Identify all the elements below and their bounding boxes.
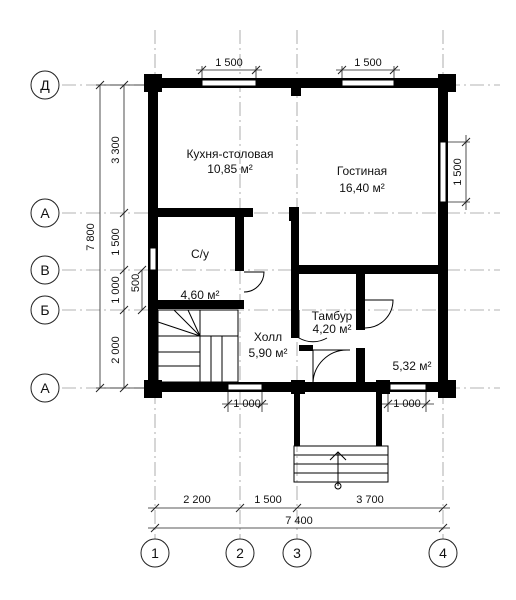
dim-left-2000: 2 000	[110, 336, 122, 364]
room-kitchen-area: 10,85 м²	[207, 162, 253, 176]
row-bubble-v: В	[40, 262, 49, 278]
dim-bottom-window-left: 1 000	[233, 398, 261, 410]
room-living-area: 16,40 м²	[339, 181, 385, 195]
window-left-bath	[149, 247, 157, 271]
window-top-left	[201, 79, 257, 87]
windows	[149, 79, 447, 391]
dim-left-1500: 1 500	[110, 228, 122, 256]
window-bottom-right	[389, 383, 427, 391]
room-kitchen-name: Кухня-столовая	[186, 147, 273, 161]
dim-bottom-1500: 1 500	[254, 494, 282, 506]
room-vestibule-area: 4,20 м²	[313, 322, 352, 336]
window-top-right	[341, 79, 395, 87]
dim-left-500: 500	[130, 274, 142, 292]
dim-top-window-right: 1 500	[354, 57, 382, 69]
room-vestibule-name: Тамбур	[312, 309, 353, 323]
room-labels: Кухня-столовая 10,85 м² Гостиная 16,40 м…	[181, 147, 432, 373]
room-living-name: Гостиная	[337, 164, 387, 178]
window-bottom-left	[227, 383, 263, 391]
door-hall	[298, 310, 328, 343]
door-storage	[364, 299, 394, 329]
room-hall-area: 5,90 м²	[249, 346, 288, 360]
door-bathroom	[243, 271, 265, 293]
doors	[243, 271, 394, 385]
room-bathroom-area: 4,60 м²	[181, 288, 220, 302]
dim-left-1000: 1 000	[110, 276, 122, 304]
top-dimensions: 1 500 1 500	[196, 57, 400, 86]
dim-left-3300: 3 300	[110, 136, 122, 164]
room-storage-area: 5,32 м²	[393, 359, 432, 373]
room-hall-name: Холл	[254, 330, 282, 344]
porch	[293, 392, 389, 490]
row-bubble-a-upper: А	[40, 205, 50, 221]
dim-left-total: 7 800	[85, 223, 97, 251]
col-bubble-1: 1	[151, 545, 159, 561]
row-bubble-a-lower: А	[40, 380, 50, 396]
door-entrance	[312, 349, 348, 385]
axis-grid	[62, 30, 500, 540]
dim-bottom-2200: 2 200	[183, 494, 211, 506]
row-axis-bubbles: Д А В Б А	[30, 70, 60, 403]
column-axis-bubbles: 1 2 3 4	[140, 538, 458, 568]
col-bubble-4: 4	[439, 545, 447, 561]
right-dimension: 1 500	[446, 135, 471, 210]
row-bubble-b: Б	[40, 302, 49, 318]
row-bubble-d: Д	[40, 77, 50, 93]
room-bathroom-name: С/у	[191, 247, 209, 261]
col-bubble-2: 2	[236, 545, 244, 561]
dim-bottom-3700: 3 700	[356, 494, 384, 506]
dim-right-window: 1 500	[452, 158, 464, 186]
col-bubble-3: 3	[293, 545, 301, 561]
staircase	[157, 309, 239, 383]
dim-top-window-left: 1 500	[215, 57, 243, 69]
dim-bottom-window-right: 1 000	[393, 398, 421, 410]
left-dimensions: 7 800 3 300 1 500 1 000 500 2 000	[85, 80, 150, 393]
walls	[144, 74, 456, 398]
window-right	[439, 141, 447, 203]
bottom-dimensions: 1 000 1 000 2 200 1 500 3 700 7 400	[148, 390, 450, 533]
dim-bottom-total: 7 400	[285, 515, 313, 527]
